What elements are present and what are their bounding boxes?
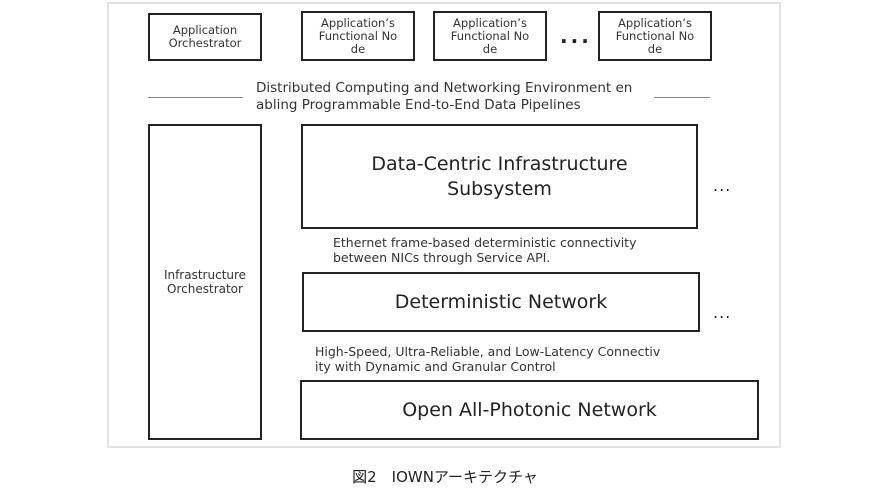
environment-left-line xyxy=(148,97,243,98)
functional-nodes-ellipsis: ... xyxy=(560,24,592,48)
deterministic-network-ellipsis: ... xyxy=(713,303,732,322)
functional-node-label: Application’s Functional No de xyxy=(615,15,695,56)
data-centric-infrastructure-label: Data-Centric Infrastructure Subsystem xyxy=(371,152,628,200)
figure-caption: 図2 IOWNアーキテクチャ xyxy=(352,468,538,486)
functional-node-box-3: Application’s Functional No de xyxy=(598,11,712,61)
application-orchestrator-label: Application Orchestrator xyxy=(168,23,242,50)
deterministic-network-box: Deterministic Network xyxy=(302,272,700,332)
diagram-frame xyxy=(107,2,781,448)
deterministic-network-label: Deterministic Network xyxy=(394,290,608,313)
infrastructure-orchestrator-label: Infrastructure Orchestrator xyxy=(163,268,247,296)
open-all-photonic-network-label: Open All-Photonic Network xyxy=(402,398,657,421)
functional-node-box-1: Application’s Functional No de xyxy=(301,11,415,61)
functional-node-label: Application’s Functional No de xyxy=(450,15,530,56)
ethernet-connectivity-label: Ethernet frame-based deterministic conne… xyxy=(333,235,637,265)
high-speed-connectivity-label: High-Speed, Ultra-Reliable, and Low-Late… xyxy=(315,344,661,374)
environment-right-line xyxy=(654,97,710,98)
open-all-photonic-network-box: Open All-Photonic Network xyxy=(300,380,759,440)
functional-node-label: Application’s Functional No de xyxy=(318,15,398,56)
infrastructure-orchestrator-box: Infrastructure Orchestrator xyxy=(148,124,262,440)
environment-label: Distributed Computing and Networking Env… xyxy=(256,80,633,113)
functional-node-box-2: Application’s Functional No de xyxy=(433,11,547,61)
data-centric-infrastructure-box: Data-Centric Infrastructure Subsystem xyxy=(301,124,698,229)
application-orchestrator-box: Application Orchestrator xyxy=(148,13,262,61)
data-centric-ellipsis: ... xyxy=(713,176,732,195)
